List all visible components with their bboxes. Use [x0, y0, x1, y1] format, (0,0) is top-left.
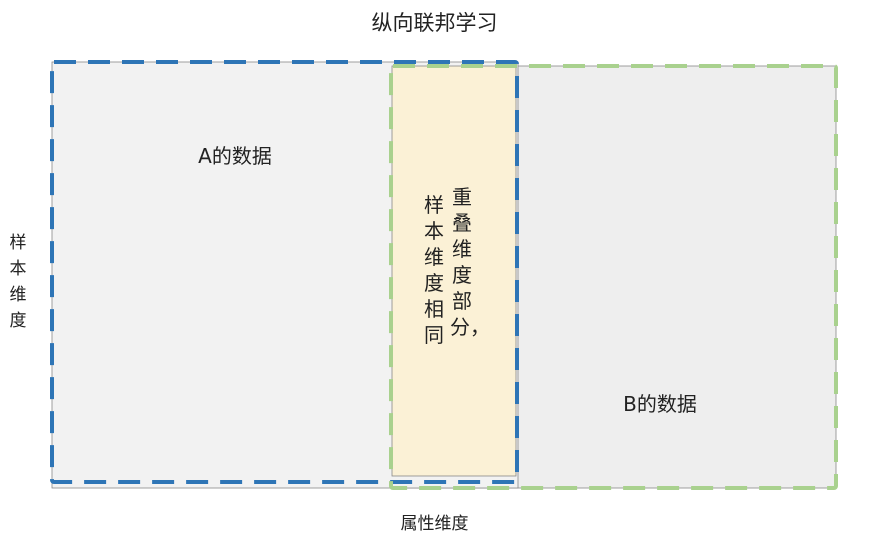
overlap-region: [391, 65, 517, 477]
b-data-border: [389, 64, 838, 490]
diagram-title: 纵向联邦学习: [371, 11, 498, 35]
attribute-dimension-axis-label: 属性维度: [400, 514, 469, 534]
overlap-label-sample-same: 样本维度相同: [424, 193, 444, 347]
a-data-label: A的数据: [198, 144, 272, 168]
sample-dimension-axis-label: 样本维度: [9, 233, 27, 331]
b-data-label: B的数据: [623, 392, 697, 416]
overlap-label-overlap-part: 重叠维度部分，: [450, 185, 490, 339]
